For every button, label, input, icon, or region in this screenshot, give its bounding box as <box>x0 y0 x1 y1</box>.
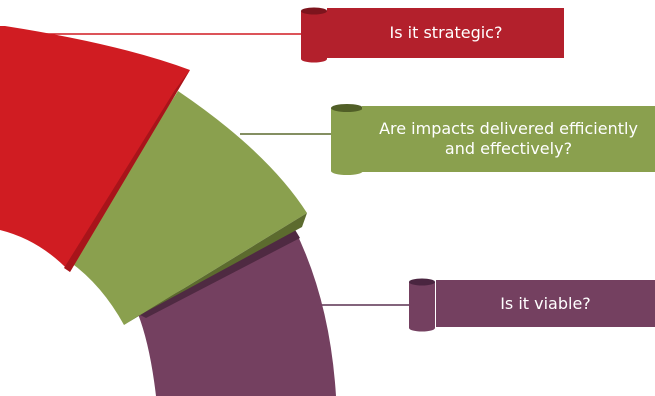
label-strategic-text: Is it strategic? <box>389 23 503 42</box>
cylinder-red <box>301 7 328 63</box>
arc-segment-green-edge <box>124 213 307 325</box>
arc-segment-red-edge <box>64 70 190 272</box>
cylinder-green <box>331 104 363 175</box>
arc-segment-red <box>0 26 190 272</box>
label-viable-text: Is it viable? <box>500 293 591 313</box>
label-viable: Is it viable? <box>436 280 655 327</box>
cylinder-purple <box>409 278 435 332</box>
label-efficiency: Are impacts delivered efficiently and ef… <box>362 106 655 172</box>
arc-segment-green <box>70 91 307 325</box>
arc-segment-purple <box>138 228 336 396</box>
label-efficiency-text: Are impacts delivered efficiently and ef… <box>379 119 638 158</box>
arc-segment-purple-edge <box>138 228 300 318</box>
label-strategic: Is it strategic? <box>328 8 564 58</box>
